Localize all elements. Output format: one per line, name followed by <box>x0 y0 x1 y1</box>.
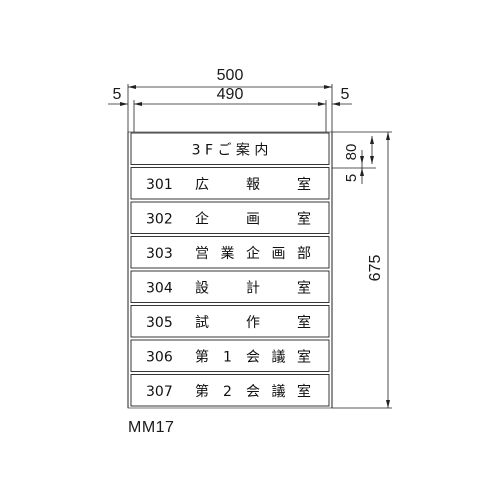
room-name-char: 営 <box>195 246 209 262</box>
room-name-char: 1 <box>223 349 232 365</box>
width-dimension-arrowheads <box>120 85 340 106</box>
room-name-char: 設 <box>195 280 209 296</box>
room-name-char: 画 <box>272 246 286 262</box>
room-number: 305 <box>146 315 173 331</box>
room-number: 304 <box>146 280 173 296</box>
room-panel <box>130 201 330 234</box>
room-name-char: 試 <box>195 315 209 331</box>
room-row: 305 試 作 室 <box>130 305 330 338</box>
room-row: 302 企 画 室 <box>130 201 330 234</box>
room-name-char: 計 <box>246 280 260 296</box>
room-name-char: 室 <box>297 383 311 400</box>
room-name-char: 室 <box>297 279 311 296</box>
total-height-label: 675 <box>367 255 384 282</box>
room-name-char: 企 <box>195 210 209 227</box>
height-dimension-arrowheads <box>360 132 390 408</box>
row-gap-label: 5 <box>343 174 360 182</box>
room-name-char: 室 <box>297 176 311 193</box>
room-name-char: 会 <box>246 349 260 365</box>
room-panel <box>130 305 330 338</box>
room-number: 306 <box>146 349 173 365</box>
room-panel <box>130 236 330 269</box>
width-dimensions <box>108 84 352 132</box>
sign-frame <box>127 131 333 409</box>
room-panel <box>130 339 330 372</box>
room-row: 303 営業企画部 <box>130 236 330 269</box>
left-margin-label: 5 <box>113 86 122 103</box>
right-margin-label: 5 <box>341 86 350 103</box>
room-name-char: 議 <box>272 348 286 365</box>
room-number: 303 <box>146 246 173 262</box>
room-panel <box>130 270 330 303</box>
header-panel <box>130 132 330 165</box>
room-row: 301 広 報 室 <box>130 167 330 200</box>
room-number: 301 <box>146 177 173 193</box>
room-name-char: 室 <box>297 210 311 227</box>
overall-width-label: 500 <box>217 67 244 84</box>
room-name-char: 作 <box>246 315 260 331</box>
room-name-char: 報 <box>246 177 260 193</box>
room-name-char: 室 <box>297 348 311 365</box>
room-panel <box>130 374 330 407</box>
room-name-char: 2 <box>223 384 232 400</box>
room-name-char: 企 <box>246 245 260 262</box>
room-name-char: 画 <box>246 211 260 227</box>
room-name-char: 第 <box>195 383 209 400</box>
height-dimensions <box>332 131 392 409</box>
room-name-char: 室 <box>297 314 311 331</box>
room-row: 304 設 計 室 <box>130 270 330 303</box>
room-name-char: 業 <box>221 246 235 262</box>
room-name-char: 第 <box>195 348 209 365</box>
header-text: 3 F ご 案 内 <box>192 141 269 158</box>
room-panel <box>130 167 330 200</box>
room-name-char: 会 <box>246 384 260 400</box>
model-code: MM17 <box>128 419 174 436</box>
room-name-char: 部 <box>297 246 311 262</box>
row-height-label: 80 <box>343 144 360 161</box>
inner-width-label: 490 <box>217 86 244 103</box>
room-number: 307 <box>146 384 173 400</box>
room-name-char: 議 <box>272 383 286 400</box>
room-number: 302 <box>146 211 173 227</box>
room-name-char: 広 <box>195 177 209 193</box>
